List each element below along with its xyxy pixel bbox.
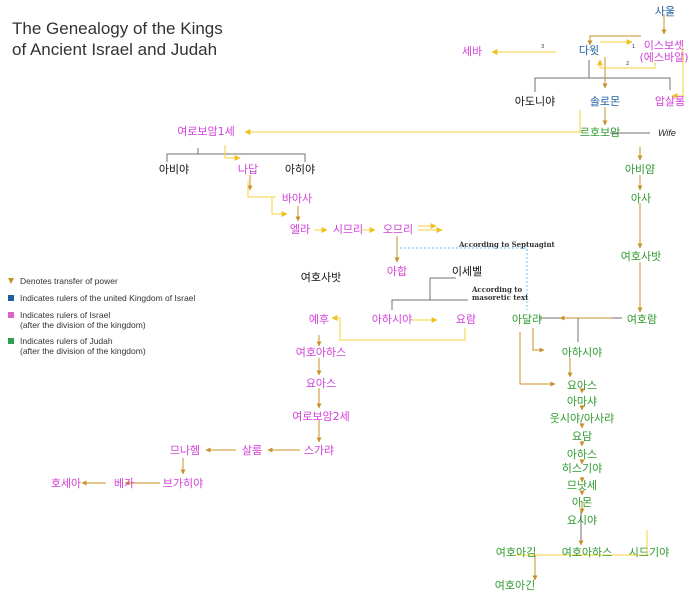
legend-label: Indicates rulers of the united Kingdom o… [20, 293, 196, 303]
king-pekah: 베가 [113, 477, 135, 490]
king-jehoshaphat: 여호사밧 [620, 250, 662, 263]
septuagint-line [400, 247, 528, 310]
king-ahab: 아합 [386, 265, 408, 278]
adonijah: 아도니야 [514, 95, 556, 108]
succession-number-2: 2 [626, 61, 630, 67]
jehoshaphat-father-of-jehu: 여호사밧 [300, 271, 342, 284]
succession-number-1: 1 [632, 44, 636, 50]
king-zimri: 시므리 [332, 223, 364, 236]
king-abijam: 아비얌 [624, 163, 656, 176]
king-shallum: 살룸 [241, 444, 263, 457]
israel-links [224, 39, 684, 556]
square-icon [8, 295, 14, 301]
diagram-title: The Genealogy of the Kings of Ancient Is… [12, 18, 223, 60]
succession-number-3: 3 [541, 44, 545, 50]
king-jehoram-judah: 여호람 [626, 313, 658, 326]
king-josiah: 요시야 [566, 514, 598, 527]
king-jehu: 예후 [308, 313, 330, 326]
triangle-icon [8, 278, 14, 284]
power-arrows [81, 14, 667, 581]
absalom: 압살롬 [654, 95, 686, 108]
jezebel: 이세벨 [451, 265, 483, 278]
square-icon [8, 312, 14, 318]
king-jotham: 요담 [571, 430, 593, 443]
abijah-israel: 아비야 [158, 163, 190, 176]
king-jehoram-israel: 요람 [455, 313, 477, 326]
king-jehoahaz-israel: 여호아하스 [295, 346, 347, 359]
septuagint-label: According to Septuagint [459, 240, 555, 249]
masoretic-label: According to masoretic text [472, 285, 529, 302]
king-menahem: 므나헴 [169, 444, 201, 457]
king-manasseh: 므낫세 [566, 479, 598, 492]
ahijah: 아히야 [284, 163, 316, 176]
king-jehoiakim: 여호아김 [495, 546, 537, 559]
king-jeroboam-1: 여로보암1세 [177, 125, 235, 138]
square-icon [8, 338, 14, 344]
king-joash-israel: 요아스 [305, 377, 337, 390]
king-hezekiah: 히스기야 [561, 462, 603, 475]
king-solomon: 솔로몬 [589, 95, 621, 108]
legend-label: Indicates rulers of Israel (after the di… [20, 310, 146, 330]
title-line-1: The Genealogy of the Kings [12, 19, 223, 38]
king-amon: 아몬 [571, 496, 593, 509]
king-pekahiah: 브가히야 [162, 477, 204, 490]
king-jehoahaz-judah: 여호아하스 [561, 546, 613, 559]
king-nadab: 나답 [237, 163, 259, 176]
legend-label: Denotes transfer of power [20, 276, 118, 286]
king-jeroboam-2: 여로보암2세 [292, 410, 350, 423]
king-ahaziah-judah: 아하시야 [561, 346, 603, 359]
king-david: 다윗 [578, 44, 600, 57]
king-asa: 아사 [630, 192, 652, 205]
king-rehoboam: 르호보암 [579, 126, 621, 139]
king-hoshea: 호세아 [50, 477, 82, 490]
queen-athaliah: 아달랴 [511, 313, 543, 326]
king-zechariah: 스가랴 [303, 444, 335, 457]
ishbosheth: 이스보셋 (에스바알) [639, 39, 689, 64]
wife-label: Wife [658, 128, 676, 138]
king-saul: 사울 [654, 5, 676, 18]
king-elah: 엘라 [289, 223, 311, 236]
king-uzziah: 웃시야/아사랴 [549, 412, 615, 425]
king-jehoiachin: 여호아긴 [494, 579, 536, 592]
king-baasha: 바아사 [281, 192, 313, 205]
legend-label: Indicates rulers of Judah (after the div… [20, 336, 146, 356]
king-joash-judah: 요아스 [566, 379, 598, 392]
king-amaziah: 아마샤 [566, 395, 598, 408]
king-omri: 오므리 [382, 223, 414, 236]
title-line-2: of Ancient Israel and Judah [12, 40, 218, 59]
sheba: 세바 [461, 45, 483, 58]
king-ahaz: 아하스 [566, 448, 598, 461]
king-ahaziah-israel: 아하시야 [371, 313, 413, 326]
king-zedekiah: 시드기야 [628, 546, 670, 559]
